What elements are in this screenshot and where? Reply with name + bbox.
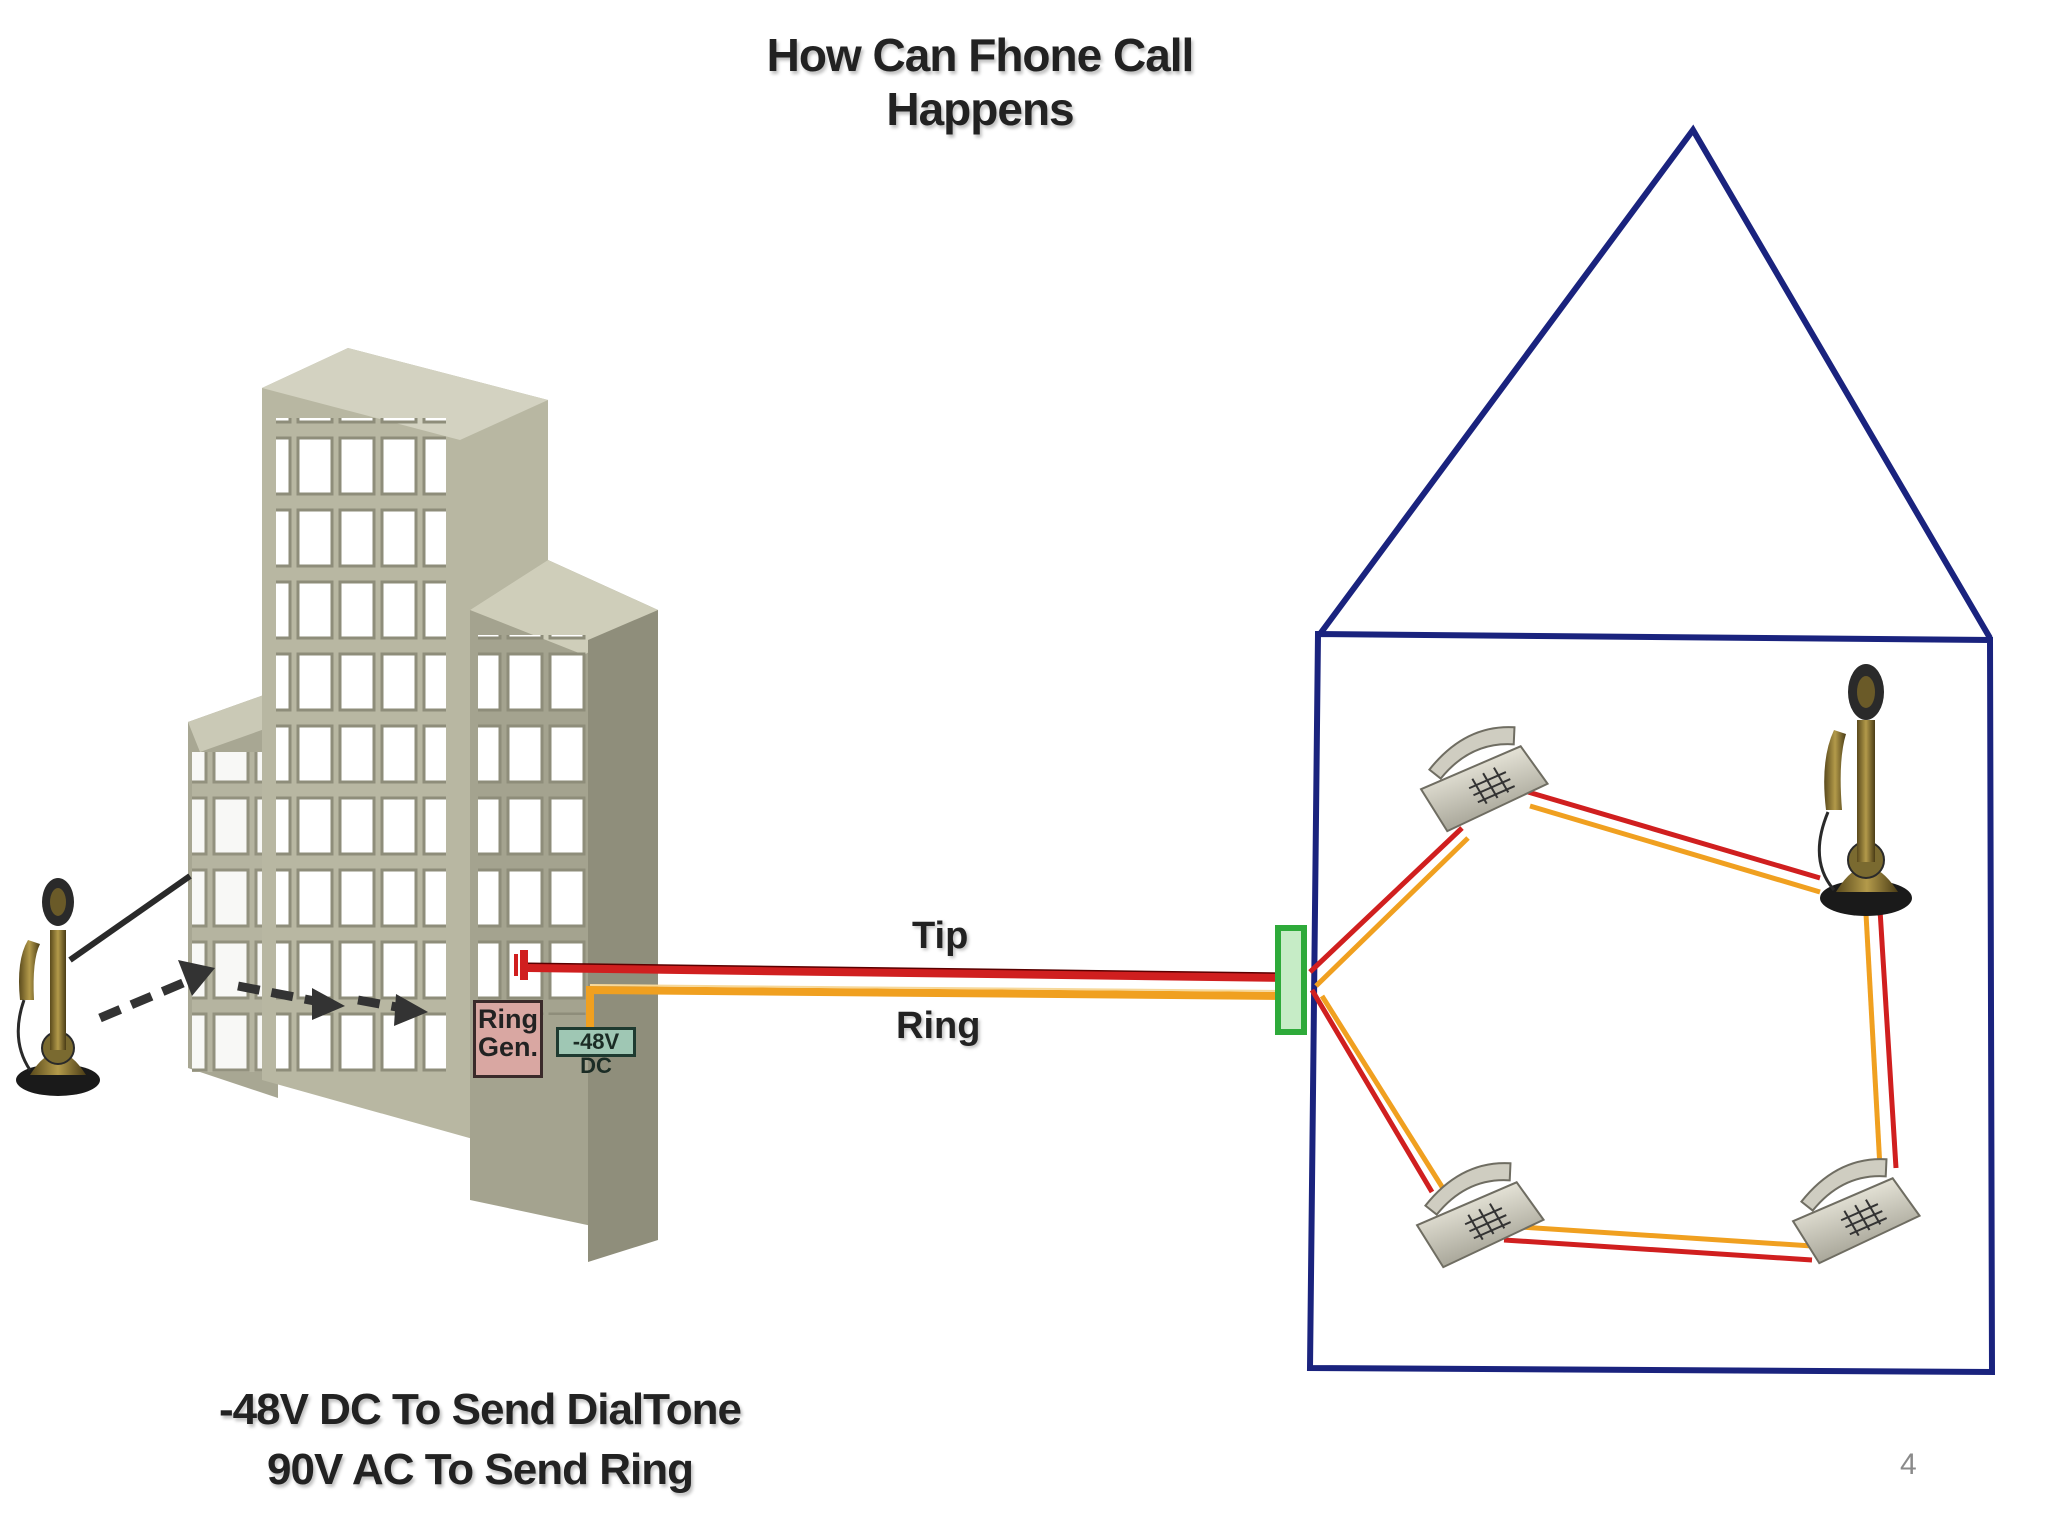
page-number: 4 — [1900, 1448, 1917, 1481]
ring-label: Ring — [896, 1005, 981, 1047]
house-candlestick-phone — [1817, 664, 1912, 916]
desk-phone-bottom-right — [1791, 1158, 1922, 1265]
dial-signal-arrows — [98, 960, 428, 1026]
caption-ring: 90V AC To Send Ring — [267, 1445, 694, 1494]
ring-wire — [586, 984, 1291, 1030]
central-office-building — [68, 348, 658, 1262]
caption-dialtone: -48V DC To Send DialTone — [219, 1385, 742, 1434]
dc-supply-box: -48V DC — [556, 1027, 636, 1078]
house-outline — [1306, 124, 1996, 1376]
network-interface-jack — [1275, 925, 1307, 1035]
desk-phone-top-left — [1419, 726, 1550, 833]
diagram-title: How Can Fhone Call Happens — [766, 29, 1195, 135]
tip-label: Tip — [912, 915, 969, 957]
tip-wire — [514, 950, 1291, 982]
caller-candlestick-phone — [16, 878, 100, 1096]
ring-generator-box: Ring Gen. — [473, 1000, 543, 1078]
house-wiring — [1308, 789, 1899, 1263]
desk-phone-bottom-left — [1415, 1162, 1546, 1269]
